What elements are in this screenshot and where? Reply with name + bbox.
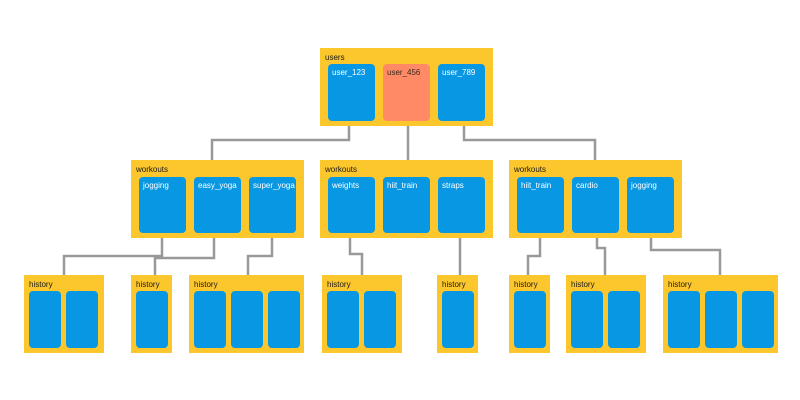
history-entry-node[interactable] — [29, 291, 61, 348]
group-label: history — [136, 280, 160, 289]
group-label: history — [442, 280, 466, 289]
history-entry-node[interactable] — [514, 291, 546, 348]
connector-line — [246, 233, 274, 275]
node-label: super_yoga — [253, 181, 295, 190]
history-entry-node[interactable] — [608, 291, 640, 348]
history-entry-node[interactable] — [66, 291, 98, 348]
history-entry-node[interactable] — [571, 291, 603, 348]
workout-node[interactable]: easy_yoga — [194, 177, 241, 233]
workout-node[interactable]: jogging — [627, 177, 674, 233]
workout-node[interactable]: straps — [438, 177, 485, 233]
node-label: user_456 — [387, 68, 421, 77]
history-entry-node[interactable] — [136, 291, 168, 348]
connector-line — [348, 233, 364, 275]
history-entry-node[interactable] — [705, 291, 737, 348]
group-label: history — [668, 280, 692, 289]
workout-node[interactable]: cardio — [572, 177, 619, 233]
connector-line — [649, 233, 722, 275]
group-label: workouts — [514, 165, 547, 174]
group-label: history — [29, 280, 53, 289]
history-entry-node[interactable] — [194, 291, 226, 348]
history-entry-node[interactable] — [327, 291, 359, 348]
group-label: history — [514, 280, 538, 289]
node-label: jogging — [631, 181, 657, 190]
history-entry-node[interactable] — [268, 291, 300, 348]
node-label: hiit_train — [521, 181, 552, 190]
node-label: jogging — [143, 181, 169, 190]
workout-node[interactable]: super_yoga — [249, 177, 296, 233]
history-entry-node[interactable] — [668, 291, 700, 348]
group-label: workouts — [325, 165, 358, 174]
workout-node[interactable]: hiit_train — [517, 177, 564, 233]
history-entry-node[interactable] — [442, 291, 474, 348]
node-label: hiit_train — [387, 181, 418, 190]
connector-line — [153, 233, 216, 275]
node-label: easy_yoga — [198, 181, 237, 190]
group-label: history — [327, 280, 351, 289]
connector-line — [526, 233, 542, 275]
workout-node[interactable]: jogging — [139, 177, 186, 233]
connector-line — [462, 121, 597, 160]
node-label: straps — [442, 181, 464, 190]
connector-line — [210, 121, 351, 160]
history-entry-node[interactable] — [742, 291, 774, 348]
node-label: cardio — [576, 181, 598, 190]
group-label: history — [194, 280, 218, 289]
connector-line — [595, 233, 607, 275]
workout-node[interactable]: hiit_train — [383, 177, 430, 233]
connector-line — [62, 233, 164, 275]
group-label: history — [571, 280, 595, 289]
user-node[interactable]: user_789 — [438, 64, 485, 121]
history-entry-node[interactable] — [364, 291, 396, 348]
user-node[interactable]: user_123 — [328, 64, 375, 121]
node-label: weights — [332, 181, 360, 190]
user-node[interactable]: user_456 — [383, 64, 430, 121]
node-label: user_789 — [442, 68, 476, 77]
history-entry-node[interactable] — [231, 291, 263, 348]
workout-node[interactable]: weights — [328, 177, 375, 233]
node-label: user_123 — [332, 68, 366, 77]
group-label: users — [325, 53, 345, 62]
group-label: workouts — [136, 165, 169, 174]
